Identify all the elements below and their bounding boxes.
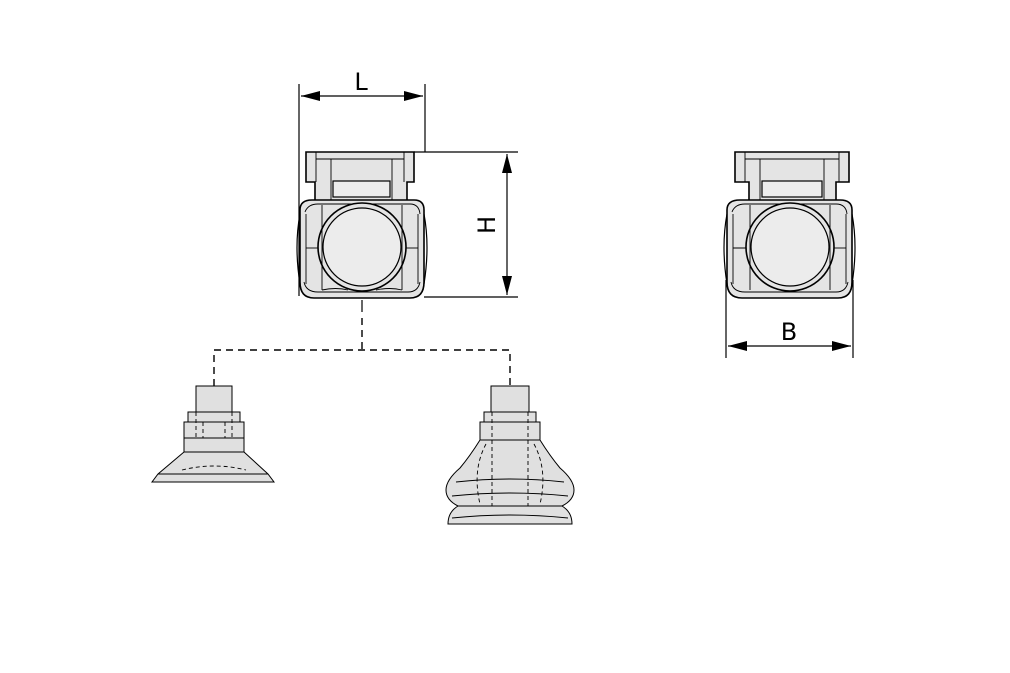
dimension-height: H bbox=[414, 151, 518, 298]
front-view-part bbox=[296, 151, 428, 299]
dimension-length-label: L bbox=[354, 68, 368, 96]
variant-branch-line bbox=[213, 349, 511, 386]
flat-suction-cup bbox=[151, 385, 275, 483]
dimension-length: L bbox=[298, 68, 426, 296]
dimension-width: B bbox=[725, 280, 854, 358]
dimension-width-label: B bbox=[781, 318, 797, 346]
bellows-suction-cup bbox=[445, 385, 575, 525]
side-view-part bbox=[723, 151, 856, 299]
dimension-height-label: H bbox=[473, 216, 501, 234]
